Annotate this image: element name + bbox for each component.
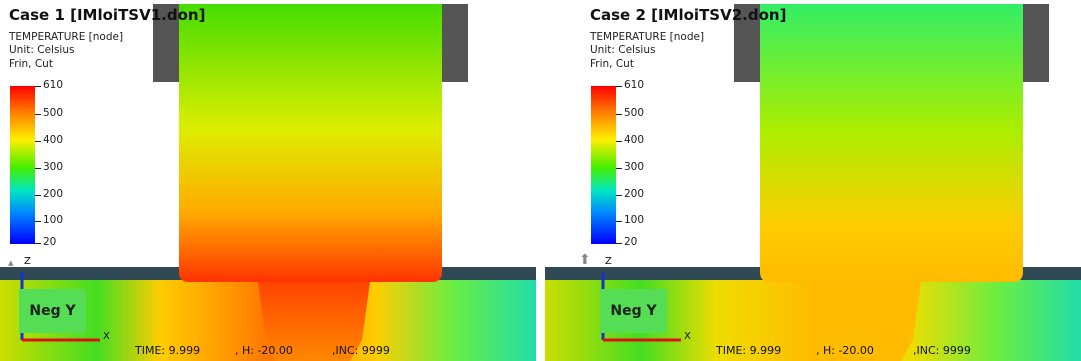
legend-tick [35, 114, 41, 115]
legend-tick-label: 200 [624, 188, 645, 200]
color-legend-bar [591, 86, 616, 244]
rotate-arrow-icon[interactable]: ▴ [8, 256, 14, 269]
x-axis-label: X [103, 331, 110, 342]
legend-tick [35, 141, 41, 142]
legend-tick [35, 86, 41, 87]
punch-body [179, 4, 442, 282]
legend-tick [35, 168, 41, 169]
legend-tick [616, 243, 622, 244]
legend-tick [35, 243, 41, 244]
legend-tick [616, 195, 622, 196]
die-block-left [153, 4, 179, 82]
die-block-right [442, 4, 468, 82]
legend-tick [616, 141, 622, 142]
status-increment: ,INC: 9999 [332, 344, 390, 357]
fem-scene-1[interactable] [0, 0, 536, 361]
die-block-left [734, 4, 760, 82]
legend-tick-label: 100 [624, 214, 645, 226]
punch-body [760, 4, 1023, 282]
status-time: TIME: 9.999 [135, 344, 201, 357]
legend-tick-label: 300 [624, 161, 645, 173]
legend-tick-label: 300 [43, 161, 64, 173]
x-axis-label: X [684, 331, 691, 342]
z-axis-label: Z [24, 256, 31, 267]
legend-tick-label: 400 [624, 134, 645, 146]
legend-tick-label: 400 [43, 134, 64, 146]
view-orientation-button[interactable]: Neg Y [19, 289, 86, 333]
display-mode-label: Frin, Cut [9, 58, 53, 70]
z-axis-label: Z [605, 256, 612, 267]
unit-label: Unit: Celsius [9, 44, 75, 56]
legend-tick-label: 200 [43, 188, 64, 200]
legend-tick [616, 114, 622, 115]
variable-label: TEMPERATURE [node] [590, 31, 705, 43]
legend-tick [35, 195, 41, 196]
punch-neck [809, 282, 921, 361]
unit-label: Unit: Celsius [590, 44, 656, 56]
case-title: Case 1 [IMloiTSV1.don] [9, 6, 206, 24]
legend-max: 610 [43, 79, 64, 91]
legend-tick [616, 86, 622, 87]
color-legend-bar [10, 86, 35, 244]
case-title: Case 2 [IMloiTSV2.don] [590, 6, 787, 24]
display-mode-label: Frin, Cut [590, 58, 634, 70]
die-block-right [1023, 4, 1049, 82]
legend-min: 20 [624, 236, 638, 248]
legend-tick-label: 500 [624, 107, 645, 119]
legend-min: 20 [43, 236, 57, 248]
variable-label: TEMPERATURE [node] [9, 31, 124, 43]
legend-tick [616, 221, 622, 222]
status-height: , H: -20.00 [816, 344, 874, 357]
legend-max: 610 [624, 79, 645, 91]
viewport-case-1[interactable]: Case 1 [IMloiTSV1.don] TEMPERATURE [node… [0, 0, 536, 361]
status-height: , H: -20.00 [235, 344, 293, 357]
legend-tick-label: 100 [43, 214, 64, 226]
panel-divider [536, 0, 545, 361]
status-time: TIME: 9.999 [716, 344, 782, 357]
legend-tick [616, 168, 622, 169]
legend-tick [35, 221, 41, 222]
fem-scene-2[interactable] [545, 0, 1081, 361]
rotate-arrow-icon[interactable]: ⬆ [579, 252, 591, 268]
status-increment: ,INC: 9999 [913, 344, 971, 357]
viewport-case-2[interactable]: Case 2 [IMloiTSV2.don] TEMPERATURE [node… [545, 0, 1081, 361]
legend-tick-label: 500 [43, 107, 64, 119]
punch-neck [258, 282, 370, 361]
view-orientation-button[interactable]: Neg Y [600, 289, 667, 333]
